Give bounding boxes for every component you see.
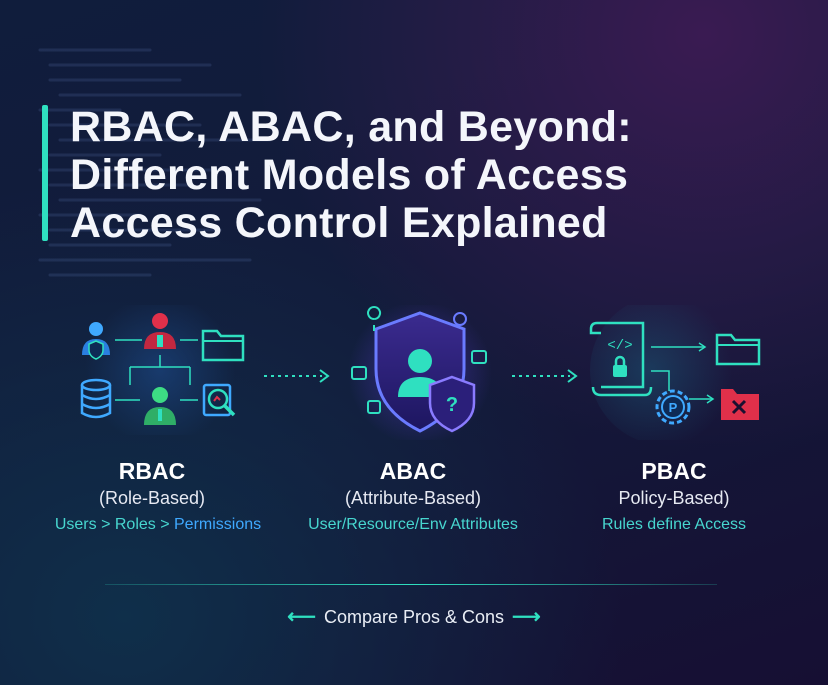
- title-line-3: Access Control Explained: [70, 199, 608, 247]
- arrow-right-icon: ⟶: [512, 606, 541, 628]
- user-shield-icon: [82, 322, 110, 360]
- pbac-policy-icon: </> P: [589, 305, 761, 440]
- database-icon: [80, 378, 112, 419]
- rbac-desc-part2: Permissions: [174, 516, 262, 533]
- svg-text:P: P: [669, 400, 678, 415]
- title-accent-bar: [42, 105, 48, 241]
- policy-scroll-icon: </>: [589, 321, 653, 397]
- abac-name: ABAC: [379, 458, 447, 484]
- title-line-1: RBAC, ABAC, and Beyond:: [70, 103, 632, 151]
- rbac-subtitle: (Role-Based): [98, 488, 206, 508]
- rbac-desc-part1: Users > Roles >: [54, 516, 174, 533]
- flow-arrow-2-icon: [512, 369, 578, 383]
- admin-user-icon: [144, 313, 176, 349]
- rbac-name: RBAC: [118, 458, 186, 484]
- code-background: [38, 48, 272, 277]
- abac-shield-icon: ?: [348, 305, 492, 440]
- pbac-subtitle: Policy-Based): [618, 488, 730, 508]
- svg-text:?: ?: [446, 394, 458, 416]
- rbac-diagram-icon: [80, 305, 245, 435]
- abac-description: User/Resource/Env Attributes: [308, 516, 518, 533]
- denied-folder-icon: [721, 389, 759, 420]
- folder-icon: [201, 329, 245, 362]
- abac-subtitle: (Attribute-Based): [344, 488, 482, 508]
- divider: [105, 584, 717, 585]
- user-icon: [144, 387, 176, 425]
- title-line-2: Different Models of Access: [70, 151, 629, 199]
- pbac-name: PBAC: [641, 458, 707, 484]
- svg-text:</>: </>: [607, 338, 632, 354]
- folder-icon: [715, 333, 761, 366]
- audit-search-icon: [202, 383, 236, 417]
- pbac-description: Rules define Access: [601, 516, 747, 533]
- page-title: RBAC, ABAC, and Beyond: Different Models…: [70, 103, 770, 247]
- arrow-left-icon: ⟵: [287, 606, 316, 628]
- gear-icon: P: [655, 389, 691, 425]
- rbac-description: Users > Roles > Permissions: [28, 516, 288, 534]
- compare-label: Compare Pros & Cons: [323, 607, 505, 627]
- flow-arrow-1-icon: [264, 369, 330, 383]
- compare-link[interactable]: ⟵ Compare Pros & Cons ⟶: [0, 604, 828, 629]
